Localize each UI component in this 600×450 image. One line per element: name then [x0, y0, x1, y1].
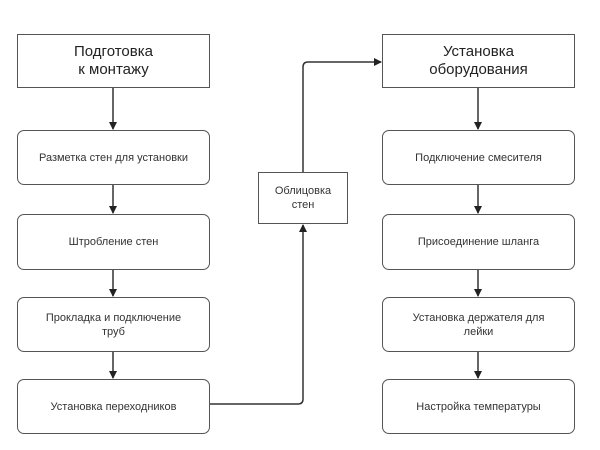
middle-step-box: Облицовка стен	[258, 172, 348, 224]
right-step-1: Подключение смесителя	[382, 130, 575, 185]
left-step-1: Разметка стен для установки	[17, 130, 210, 185]
left-step-3: Прокладка и подключение труб	[17, 297, 210, 352]
right-header-box: Установка оборудования	[382, 34, 575, 88]
right-step-4: Настройка температуры	[382, 379, 575, 434]
arrow-middle-to-right-header	[302, 58, 382, 172]
right-step-3: Установка держателя для лейки	[382, 297, 575, 352]
arrow-left-to-middle	[210, 224, 307, 405]
right-step-2: Присоединение шланга	[382, 214, 575, 270]
left-header-box: Подготовка к монтажу	[17, 34, 210, 88]
left-step-4: Установка переходников	[17, 379, 210, 434]
left-step-2: Штробление стен	[17, 214, 210, 270]
